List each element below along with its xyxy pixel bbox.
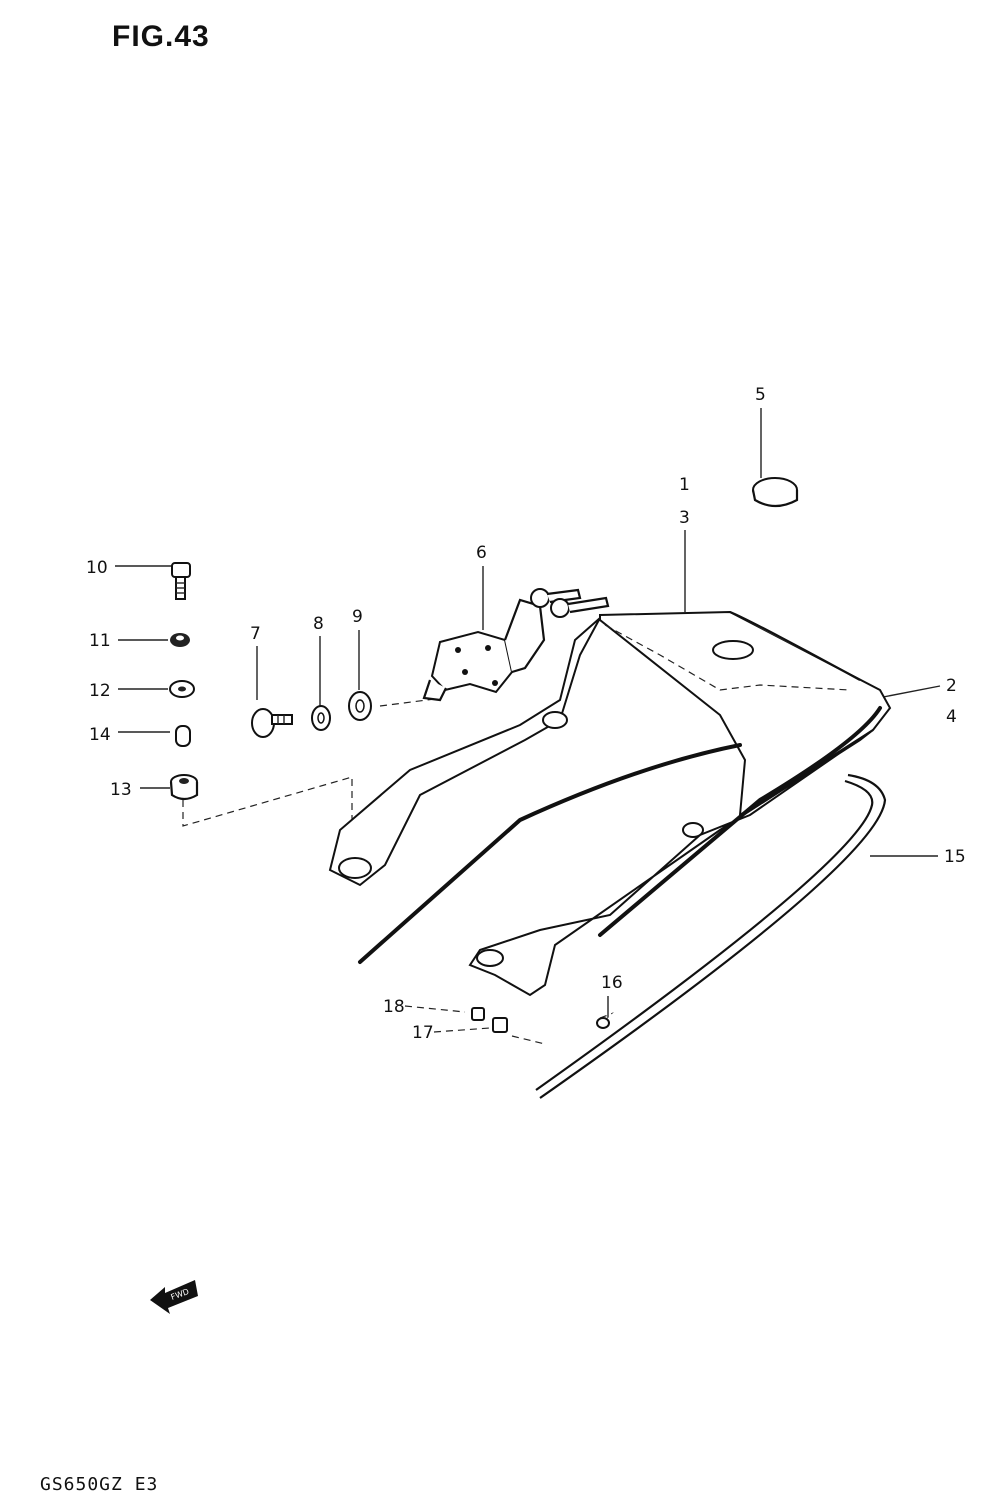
leader-lines: [115, 408, 941, 1045]
model-code: GS650GZ E3: [40, 1474, 159, 1495]
callout-4: 4: [946, 707, 957, 727]
callout-1: 1: [679, 475, 690, 495]
part-15-trim: [535, 773, 887, 1099]
callout-15: 15: [944, 847, 966, 867]
callout-8: 8: [313, 614, 324, 634]
callout-7: 7: [250, 624, 261, 644]
part-2-edge-trim: [358, 706, 882, 964]
part-6-seat-lock: [422, 588, 610, 702]
callout-10: 10: [86, 558, 108, 578]
callout-13: 13: [110, 780, 132, 800]
part-1-frame-cover: [328, 610, 892, 997]
callout-6: 6: [476, 543, 487, 563]
part-14-spacer: [175, 725, 191, 747]
fwd-arrow-icon: FWD: [150, 1280, 198, 1314]
part-17-clip: [492, 1017, 508, 1033]
part-9-washer: [348, 691, 372, 721]
callout-3: 3: [679, 508, 690, 528]
callout-16: 16: [601, 973, 623, 993]
part-7-bolt: [251, 708, 293, 738]
part-10-bolt: [171, 562, 191, 600]
part-5-cap: [751, 477, 799, 508]
callout-2: 2: [946, 676, 957, 696]
callout-11: 11: [89, 631, 111, 651]
figure-title: FIG.43: [112, 20, 210, 53]
part-11-nut: [170, 633, 190, 647]
callout-5: 5: [755, 385, 766, 405]
callout-18: 18: [383, 997, 405, 1017]
callout-12: 12: [89, 681, 111, 701]
part-16-clip: [596, 1017, 610, 1029]
callout-14: 14: [89, 725, 111, 745]
part-8-washer: [311, 705, 331, 731]
part-18-clip: [471, 1007, 485, 1021]
callout-17: 17: [412, 1023, 434, 1043]
part-13-cushion: [169, 774, 199, 801]
callout-9: 9: [352, 607, 363, 627]
part-12-washer: [169, 680, 195, 698]
